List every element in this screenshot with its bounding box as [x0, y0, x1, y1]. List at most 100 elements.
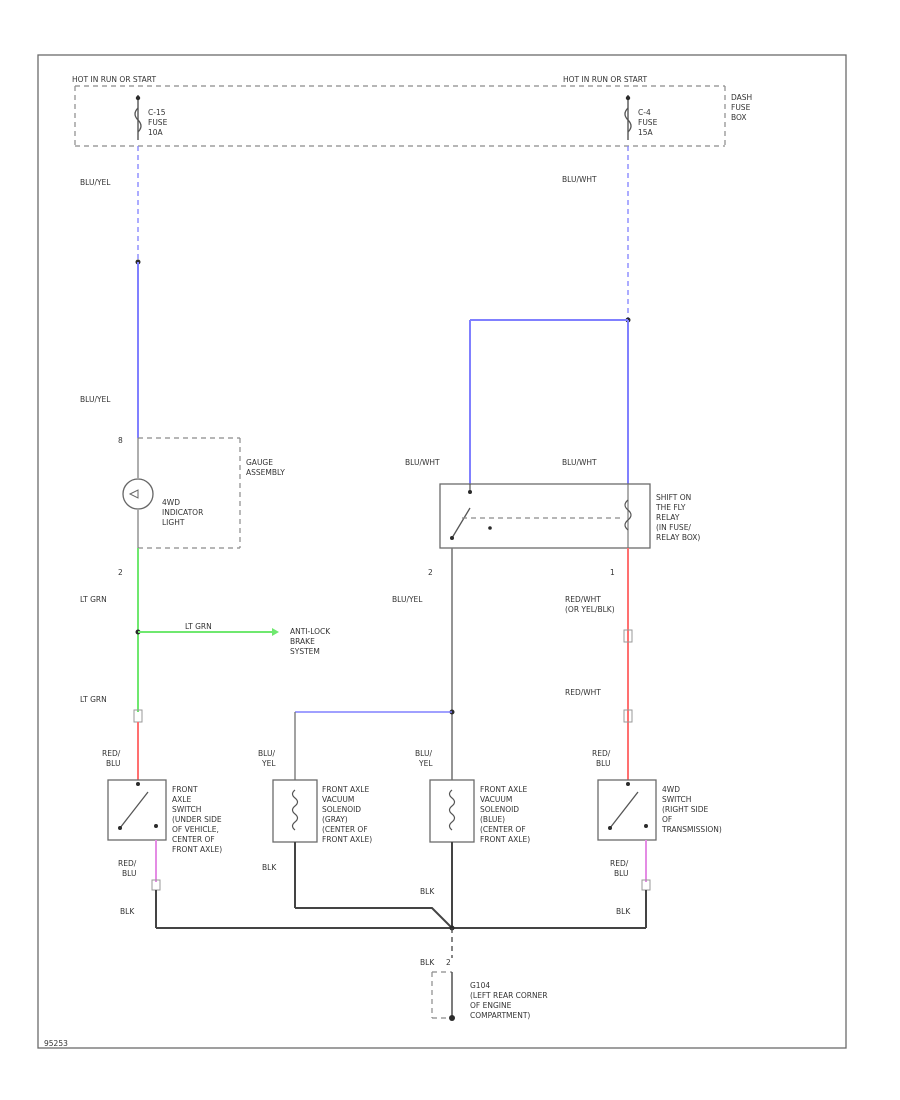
svg-text:G104: G104	[470, 981, 490, 990]
dash-fuse-box: HOT IN RUN OR START HOT IN RUN OR START …	[72, 75, 752, 147]
svg-text:SWITCH: SWITCH	[662, 795, 691, 804]
wire-blk-sol1	[295, 907, 453, 929]
wire-label-blu-yel-sol2-b: YEL	[418, 759, 433, 768]
fuse-box-label-2: FUSE	[731, 103, 751, 112]
wire-label-blk-ground: BLK	[420, 958, 435, 967]
indicator-label-3: LIGHT	[162, 518, 185, 527]
abs-label-1: ANTI-LOCK	[290, 627, 331, 636]
svg-text:COMPARTMENT): COMPARTMENT)	[470, 1011, 530, 1020]
svg-text:VACUUM: VACUUM	[480, 795, 512, 804]
wire-label-lt-grn-branch: LT GRN	[185, 622, 212, 631]
fuse-header-right: HOT IN RUN OR START	[563, 75, 647, 84]
gauge-label-2: ASSEMBLY	[246, 468, 285, 477]
svg-text:FRONT: FRONT	[172, 785, 198, 794]
pin-gauge-top: 8	[118, 436, 123, 445]
wire-label-blu-wht-top: BLU/WHT	[562, 175, 597, 184]
wire-label-red-blu-4b: BLU	[596, 759, 610, 768]
svg-text:SHIFT ON: SHIFT ON	[656, 493, 691, 502]
svg-text:(BLUE): (BLUE)	[480, 815, 505, 824]
svg-text:VACUUM: VACUUM	[322, 795, 354, 804]
diagram-frame	[37, 54, 847, 1049]
wire-label-red-blu-4b-a: RED/	[610, 859, 629, 868]
solenoid-coil-icon	[291, 789, 299, 831]
front-axle-solenoid-blue: FRONT AXLE VACUUM SOLENOID (BLUE) (CENTE…	[429, 779, 530, 844]
wire-label-blk-left: BLK	[120, 907, 135, 916]
svg-text:OF ENGINE: OF ENGINE	[470, 1001, 512, 1010]
wire-label-blu-yel-relay: BLU/YEL	[392, 595, 423, 604]
svg-text:(LEFT REAR CORNER: (LEFT REAR CORNER	[470, 991, 548, 1000]
wire-label-blu-yel-mid: BLU/YEL	[80, 395, 111, 404]
svg-text:FRONT AXLE): FRONT AXLE)	[172, 845, 222, 854]
svg-text:SWITCH: SWITCH	[172, 805, 201, 814]
fuse-c4-label-1: C-4	[638, 108, 651, 117]
fuse-c15-label-1: C-15	[148, 108, 166, 117]
fuse-c4-label-3: 15A	[638, 128, 654, 137]
svg-text:4WD: 4WD	[662, 785, 680, 794]
indicator-label-1: 4WD	[162, 498, 180, 507]
svg-text:(RIGHT SIDE: (RIGHT SIDE	[662, 805, 709, 814]
svg-text:THE FLY: THE FLY	[655, 503, 686, 512]
wire-label-blu-yel-sol1-b: YEL	[261, 759, 276, 768]
ground-icon	[449, 1015, 455, 1021]
front-axle-solenoid-gray: FRONT AXLE VACUUM SOLENOID (GRAY) (CENTE…	[272, 779, 372, 844]
indicator-label-2: INDICATOR	[162, 508, 203, 517]
svg-text:OF: OF	[662, 815, 672, 824]
fuse-c15: C-15 FUSE 10A	[134, 95, 168, 140]
relay-coil-icon	[624, 499, 632, 531]
gauge-assembly: GAUGE ASSEMBLY 8 4WD INDICATOR LIGHT 2	[118, 436, 285, 577]
fuse-c4-icon	[624, 107, 632, 133]
wire-label-red-blu-1b: BLU	[106, 759, 120, 768]
svg-text:FRONT AXLE: FRONT AXLE	[480, 785, 527, 794]
wire-label-red-blu-1a: RED/	[102, 749, 121, 758]
svg-text:FRONT AXLE): FRONT AXLE)	[480, 835, 530, 844]
solenoid-coil-icon	[448, 789, 456, 831]
svg-text:AXLE: AXLE	[172, 795, 191, 804]
lamp-icon	[122, 478, 154, 510]
svg-text:(GRAY): (GRAY)	[322, 815, 348, 824]
wire-label-lt-grn-upper: LT GRN	[80, 595, 107, 604]
wire-label-blu-wht-right: BLU/WHT	[562, 458, 597, 467]
4wd-switch: 4WD SWITCH (RIGHT SIDE OF TRANSMISSION)	[597, 779, 722, 841]
ground-g104: G104 (LEFT REAR CORNER OF ENGINE COMPART…	[431, 971, 548, 1021]
wire-label-blu-yel-top: BLU/YEL	[80, 178, 111, 187]
front-axle-switch: FRONT AXLE SWITCH (UNDER SIDE OF VEHICLE…	[107, 779, 222, 854]
shift-on-fly-relay: SHIFT ON THE FLY RELAY (IN FUSE/ RELAY B…	[428, 483, 700, 577]
svg-text:FRONT AXLE): FRONT AXLE)	[322, 835, 372, 844]
wire-label-lt-grn-lower: LT GRN	[80, 695, 107, 704]
fuse-c4-label-2: FUSE	[638, 118, 658, 127]
wire-label-red-wht-upper-b: (OR YEL/BLK)	[565, 605, 615, 614]
relay-switch-icon	[451, 507, 471, 539]
svg-text:SOLENOID: SOLENOID	[322, 805, 361, 814]
svg-text:TRANSMISSION): TRANSMISSION)	[661, 825, 722, 834]
svg-text:OF VEHICLE,: OF VEHICLE,	[172, 825, 219, 834]
fuse-c15-label-2: FUSE	[148, 118, 168, 127]
svg-text:(CENTER OF: (CENTER OF	[480, 825, 526, 834]
wire-label-red-wht-lower: RED/WHT	[565, 688, 601, 697]
svg-text:(UNDER SIDE: (UNDER SIDE	[172, 815, 222, 824]
abs-label-3: SYSTEM	[290, 647, 320, 656]
pin-gauge-bottom: 2	[118, 568, 123, 577]
svg-text:FRONT AXLE: FRONT AXLE	[322, 785, 369, 794]
svg-text:RELAY: RELAY	[656, 513, 680, 522]
switch-icon	[119, 791, 149, 829]
svg-text:RELAY BOX): RELAY BOX)	[656, 533, 700, 542]
wire-label-blu-yel-sol1-a: BLU/	[258, 749, 275, 758]
pin-relay-left: 2	[428, 568, 433, 577]
fuse-c15-icon	[134, 107, 142, 133]
arrow-icon	[272, 628, 279, 636]
svg-text:(IN FUSE/: (IN FUSE/	[656, 523, 691, 532]
wire-label-red-blu-4a: RED/	[592, 749, 611, 758]
fuse-header-left: HOT IN RUN OR START	[72, 75, 156, 84]
wire-label-red-blu-1b-b: BLU	[122, 869, 136, 878]
diagram-code: 95253	[44, 1039, 68, 1048]
pin-ground: 2	[446, 958, 451, 967]
fuse-c4: C-4 FUSE 15A	[624, 95, 658, 140]
gauge-label-1: GAUGE	[246, 458, 273, 467]
pin-relay-right: 1	[610, 568, 615, 577]
fuse-box-label-3: BOX	[731, 113, 747, 122]
svg-text:CENTER OF: CENTER OF	[172, 835, 215, 844]
svg-text:SOLENOID: SOLENOID	[480, 805, 519, 814]
wire-label-red-blu-4b-b: BLU	[614, 869, 628, 878]
wire-label-red-wht-upper-a: RED/WHT	[565, 595, 601, 604]
